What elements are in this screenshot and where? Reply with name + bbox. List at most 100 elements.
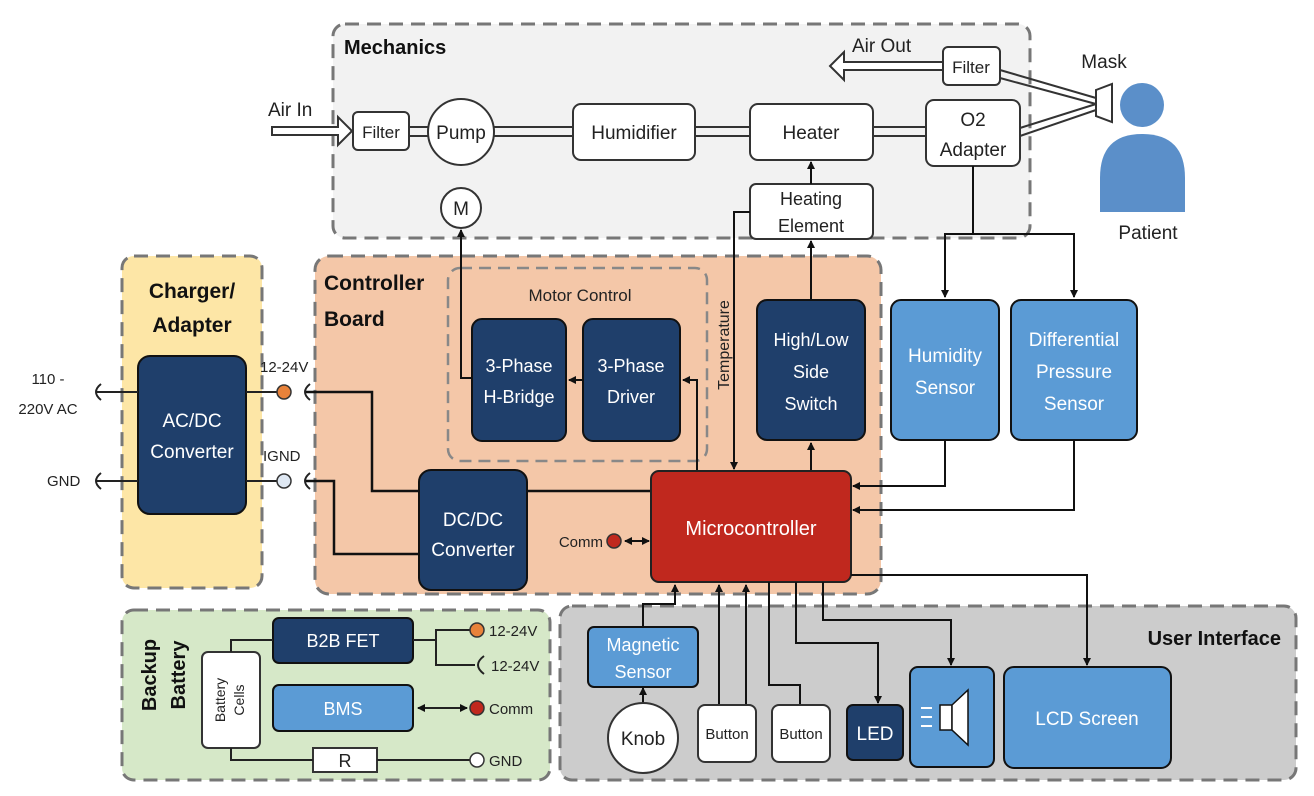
o2-adapter: O2 Adapter xyxy=(925,99,1021,167)
svg-text:Humidity: Humidity xyxy=(908,346,982,367)
heater: Heater xyxy=(749,103,874,161)
temperature-label: Temperature xyxy=(716,300,733,390)
svg-text:Button: Button xyxy=(779,726,822,743)
acdc-converter: AC/DC Converter xyxy=(137,355,247,515)
svg-text:Cells: Cells xyxy=(231,684,247,715)
svg-text:3-Phase: 3-Phase xyxy=(597,356,664,376)
motor-control-wires xyxy=(457,229,698,471)
svg-text:Pump: Pump xyxy=(436,123,486,144)
controller-wires xyxy=(306,390,651,556)
svg-text:Switch: Switch xyxy=(784,394,837,414)
svg-text:Differential: Differential xyxy=(1029,330,1119,351)
svg-text:Sensor: Sensor xyxy=(1044,394,1105,415)
svg-text:Driver: Driver xyxy=(607,387,655,407)
gnd-port xyxy=(276,473,292,489)
battery-v12-label-a: 12-24V xyxy=(489,623,537,640)
svg-text:Sensor: Sensor xyxy=(915,378,976,399)
battery-comm-label: Comm xyxy=(489,701,533,718)
resistor: R xyxy=(312,747,378,773)
battery-v12-label-b: 12-24V xyxy=(491,658,539,675)
comm-label: Comm xyxy=(559,534,603,551)
heating-element: Heating Element xyxy=(749,183,874,240)
svg-text:Patient: Patient xyxy=(1118,223,1178,244)
battery-title-line2: Battery xyxy=(168,640,190,710)
battery-title-line1: Backup xyxy=(139,639,161,711)
dcdc-converter: DC/DC Converter xyxy=(418,469,528,591)
lcd-screen: LCD Screen xyxy=(1003,666,1172,769)
motor: M xyxy=(440,187,482,229)
filter-in: Filter xyxy=(352,111,410,151)
motor-control-group xyxy=(446,266,709,463)
controller-title-line1: Controller xyxy=(324,272,424,295)
svg-text:Battery: Battery xyxy=(212,678,228,722)
svg-text:Humidifier: Humidifier xyxy=(591,123,677,144)
humidity-sensor: Humidity Sensor xyxy=(890,299,1000,441)
v12-label: 12-24V xyxy=(260,359,308,376)
battery-wires xyxy=(230,629,485,761)
svg-text:Heating: Heating xyxy=(780,189,842,209)
svg-text:Element: Element xyxy=(778,216,844,236)
speaker-icon xyxy=(921,688,969,747)
air-in-label: Air In xyxy=(268,100,312,121)
patient-icon: Patient xyxy=(1100,83,1185,244)
battery-cells: Battery Cells xyxy=(201,651,261,749)
svg-text:Converter: Converter xyxy=(431,540,515,561)
svg-text:H-Bridge: H-Bridge xyxy=(483,387,554,407)
svg-text:DC/DC: DC/DC xyxy=(443,510,503,531)
magnetic-sensor: Magnetic Sensor xyxy=(587,626,699,688)
svg-text:Pressure: Pressure xyxy=(1036,362,1112,383)
svg-text:Side: Side xyxy=(793,362,829,382)
comm-port xyxy=(606,533,622,549)
svg-text:Adapter: Adapter xyxy=(940,140,1007,161)
air-pipes xyxy=(409,69,1097,137)
svg-text:B2B FET: B2B FET xyxy=(306,631,379,651)
temperature-wire xyxy=(730,211,750,470)
ui-wires xyxy=(639,574,1091,710)
svg-text:O2: O2 xyxy=(960,110,985,131)
air-in-arrow xyxy=(271,114,354,148)
svg-text:Heater: Heater xyxy=(782,123,840,144)
button-1: Button xyxy=(697,704,757,763)
pump: Pump xyxy=(427,98,495,166)
mechanics-title: Mechanics xyxy=(344,37,446,59)
svg-text:220V AC: 220V AC xyxy=(18,401,77,418)
svg-text:Filter: Filter xyxy=(952,58,990,77)
svg-text:M: M xyxy=(453,199,469,220)
svg-text:Microcontroller: Microcontroller xyxy=(685,518,816,540)
svg-text:BMS: BMS xyxy=(323,699,362,719)
svg-text:LED: LED xyxy=(857,724,894,745)
svg-text:R: R xyxy=(339,751,352,771)
svg-text:Sensor: Sensor xyxy=(614,662,671,682)
filter-out: Filter xyxy=(942,46,1001,86)
svg-text:Converter: Converter xyxy=(150,442,234,463)
svg-text:LCD Screen: LCD Screen xyxy=(1035,709,1139,730)
gnd-input-label: GND xyxy=(47,473,81,490)
charger-title-line1: Charger/ xyxy=(149,280,236,303)
air-out-label: Air Out xyxy=(852,36,912,57)
battery-gnd-port xyxy=(469,752,485,768)
ui-title: User Interface xyxy=(1148,628,1281,650)
three-phase-driver: 3-Phase Driver xyxy=(582,318,681,442)
knob: Knob xyxy=(607,702,679,774)
svg-text:Mask: Mask xyxy=(1081,52,1127,73)
svg-text:AC/DC: AC/DC xyxy=(162,411,221,432)
battery-comm-port xyxy=(469,700,485,716)
hbridge: 3-Phase H-Bridge xyxy=(471,318,567,442)
battery-v12-port xyxy=(469,622,485,638)
svg-text:110 -: 110 - xyxy=(31,371,64,388)
svg-text:High/Low: High/Low xyxy=(773,330,849,350)
high-low-switch: High/Low Side Switch xyxy=(756,299,866,441)
mask: Mask xyxy=(1081,52,1127,124)
microcontroller: Microcontroller xyxy=(650,470,852,583)
button-2: Button xyxy=(771,704,831,763)
battery-gnd-label: GND xyxy=(489,753,523,770)
b2b-fet: B2B FET xyxy=(272,617,414,664)
controller-title-line2: Board xyxy=(324,308,385,331)
ac-input-label: 110 - 220V AC xyxy=(18,371,77,418)
motor-control-title: Motor Control xyxy=(529,286,632,305)
v12-port xyxy=(276,384,292,400)
led: LED xyxy=(846,704,904,761)
ignd-label: IGND xyxy=(263,448,301,465)
